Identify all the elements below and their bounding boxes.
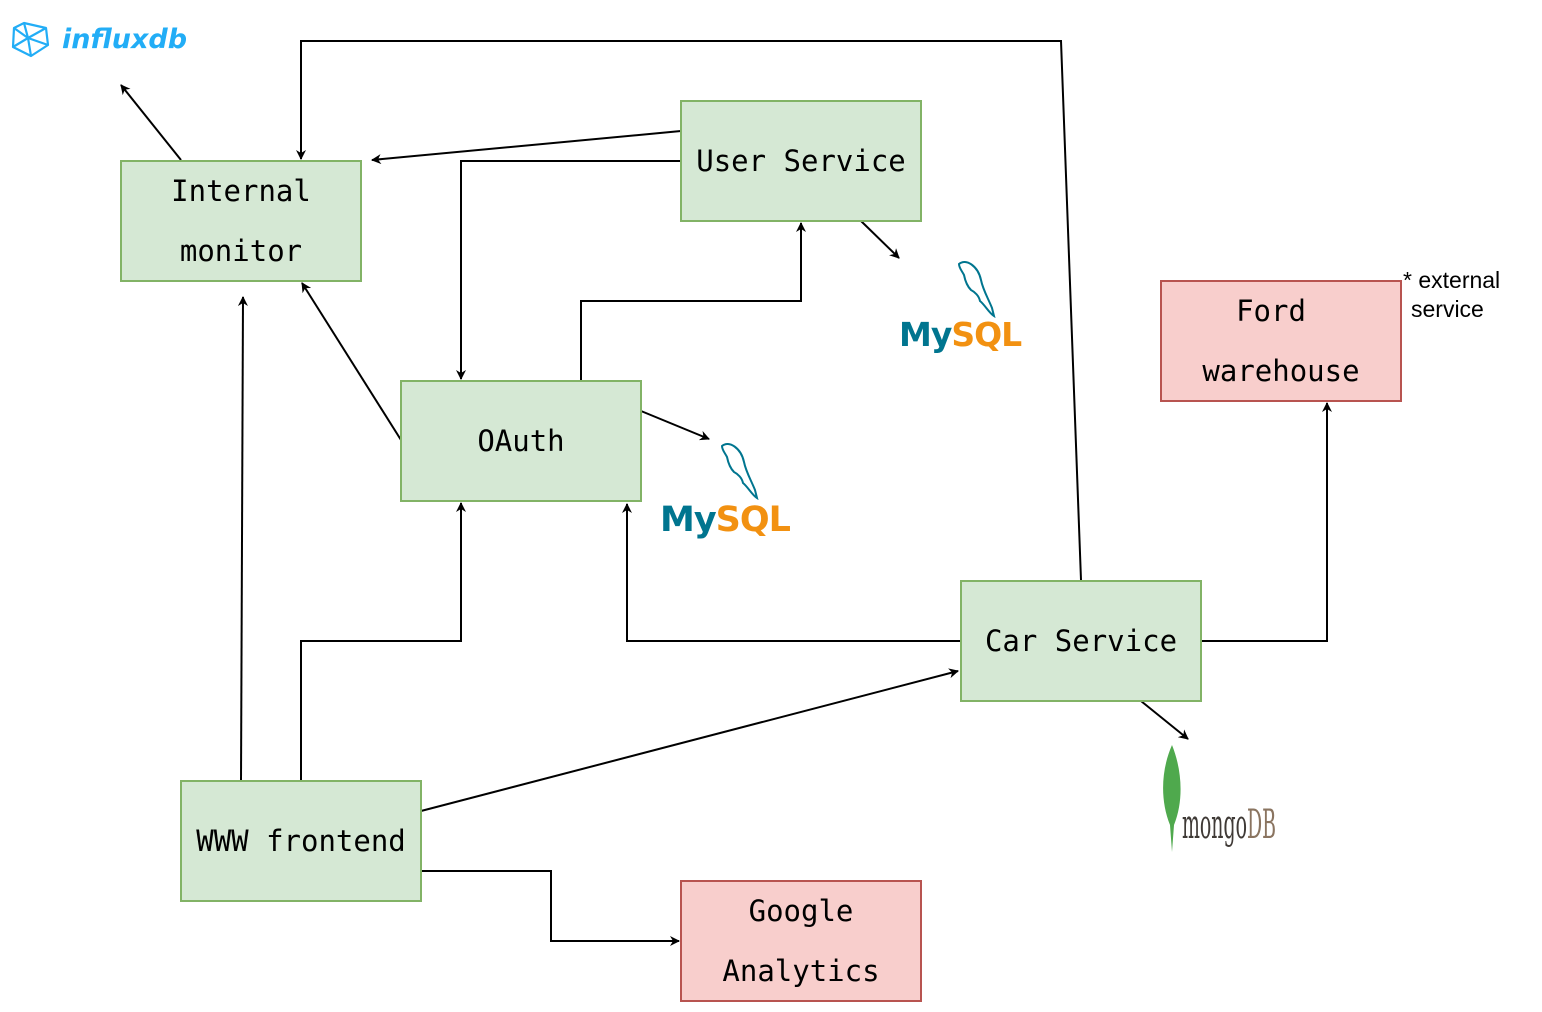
note-line2: service [1411, 296, 1484, 322]
mongodb-wordmark: mongoDB [1182, 802, 1276, 848]
external-service-note: * external service [1403, 267, 1500, 322]
mongo-leaf-icon [1163, 745, 1181, 852]
edge-oauth-to-monitor [301, 282, 402, 441]
node-oauth[interactable]: OAuth [400, 380, 642, 502]
influxdb-cube-icon [11, 21, 50, 58]
edge-user-to-mysql [860, 220, 900, 259]
mysql-logo-user-service: MySQL [899, 261, 1023, 354]
mysql-logo-oauth: MySQL [660, 443, 792, 540]
user-service-label: User Service [696, 144, 906, 178]
edge-user-to-oauth [456, 160, 681, 380]
dolphin-icon [957, 261, 996, 319]
edge-car-to-mongo [1140, 700, 1189, 740]
edge-car-to-ford [1201, 402, 1332, 642]
edge-www-to-oauth [300, 502, 466, 781]
edge-www-to-monitor [237, 296, 248, 782]
mysql-wordmark: MySQL [899, 315, 1022, 354]
node-google-analytics[interactable]: Google Analytics [680, 880, 922, 1002]
node-ford-warehouse[interactable]: Ford warehouse [1160, 280, 1402, 402]
ford-warehouse-label-line2: warehouse [1202, 354, 1359, 388]
edges [120, 40, 1332, 946]
edge-car-to-oauth [622, 503, 961, 642]
influxdb-logo: influxdb [11, 21, 187, 58]
car-service-label: Car Service [985, 624, 1177, 658]
www-frontend-label: WWW frontend [196, 824, 406, 858]
edge-monitor-to-influxdb [120, 84, 182, 161]
edge-oauth-to-user [580, 222, 806, 381]
node-www-frontend[interactable]: WWW frontend [180, 780, 422, 902]
node-internal-monitor[interactable]: Internal monitor [120, 160, 362, 282]
node-car-service[interactable]: Car Service [960, 580, 1202, 702]
google-analytics-label-line1: Google [749, 894, 854, 928]
note-line1: * external [1403, 267, 1500, 293]
internal-monitor-label-line2: monitor [180, 234, 302, 268]
edge-user-to-monitor [371, 130, 682, 165]
oauth-label: OAuth [477, 424, 564, 458]
influxdb-wordmark: influxdb [62, 24, 187, 55]
edge-www-to-car [420, 668, 959, 812]
dolphin-icon [720, 443, 759, 501]
edge-www-to-google [421, 870, 680, 946]
mysql-wordmark: MySQL [660, 500, 791, 540]
google-analytics-label-line2: Analytics [722, 954, 879, 988]
edge-car-to-monitor-top [296, 40, 1082, 581]
mongodb-logo: mongoDB [1163, 745, 1276, 852]
edge-oauth-to-mysql [640, 410, 710, 441]
ford-warehouse-label-line1: Ford [1236, 294, 1306, 328]
node-user-service[interactable]: User Service [680, 100, 922, 222]
internal-monitor-label-line1: Internal [171, 174, 311, 208]
